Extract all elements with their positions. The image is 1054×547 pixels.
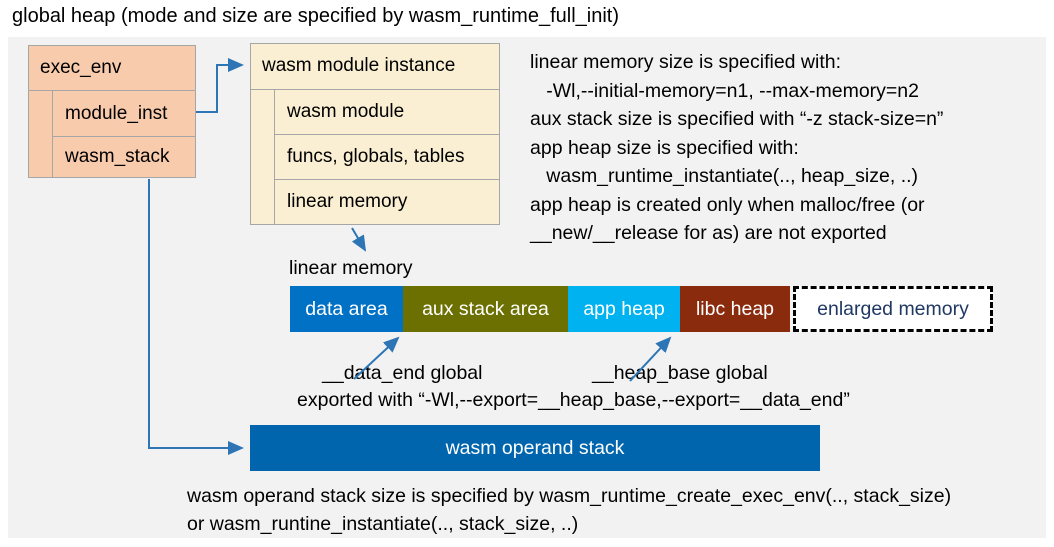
note-line: wasm operand stack size is specified by … <box>187 485 952 507</box>
page-title: global heap (mode and size are specified… <box>12 5 619 27</box>
heap-base-global-label: __heap_base global <box>592 362 768 384</box>
exec-env-label: exec_env <box>28 45 196 91</box>
segment-data-area: data area <box>290 286 403 332</box>
note-line: aux stack size is specified with “-z sta… <box>530 108 944 130</box>
segment-libc-heap: libc heap <box>680 286 790 332</box>
note-line: wasm_runtime_instantiate(.., heap_size, … <box>530 165 919 187</box>
linear-memory-row: linear memory <box>274 179 500 225</box>
module-inst-box: module_inst <box>52 90 196 137</box>
note-line: app heap is created only when malloc/fre… <box>530 193 925 216</box>
note-line: -Wl,--initial-memory=n1, --max-memory=n2 <box>530 79 919 102</box>
bottom-note: wasm operand stack size is specified by … <box>187 482 1047 538</box>
note-line: app heap size is specified with: <box>530 136 799 159</box>
wasm-module-row: wasm module <box>274 89 500 135</box>
note-line: or wasm_runtine_instantiate(.., stack_si… <box>187 513 579 535</box>
wasm-operand-stack-bar: wasm operand stack <box>250 425 820 471</box>
wasm-stack-box: wasm_stack <box>52 136 196 178</box>
note-line: linear memory size is specified with: <box>530 51 842 73</box>
data-end-global-label: __data_end global <box>322 362 483 384</box>
segment-enlarged-memory: enlarged memory <box>793 286 993 332</box>
notes-right: linear memory size is specified with: -W… <box>530 48 1046 248</box>
note-line: __new/__release for as) are not exported <box>530 222 887 244</box>
segment-aux-stack-area: aux stack area <box>403 286 568 332</box>
wasm-module-instance-label: wasm module instance <box>250 43 500 90</box>
linear-memory-bar-label: linear memory <box>289 257 413 279</box>
exported-with-note: exported with “-Wl,--export=__heap_base,… <box>297 389 850 411</box>
segment-app-heap: app heap <box>568 286 680 332</box>
funcs-globals-tables-row: funcs, globals, tables <box>274 134 500 180</box>
